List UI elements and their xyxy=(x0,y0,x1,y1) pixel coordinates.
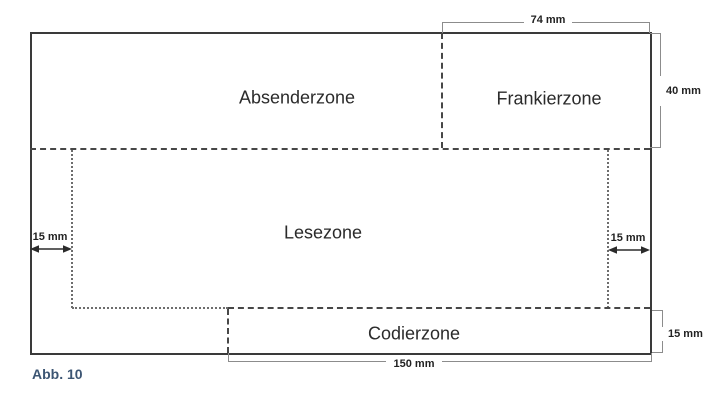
dim-74mm-line-right xyxy=(572,22,650,23)
dim-150mm-tick-right xyxy=(651,353,652,362)
dim-label-15mm-left: 15 mm xyxy=(32,231,68,243)
dim-40mm-line-upper xyxy=(660,33,661,76)
dim-150mm-line-right xyxy=(442,361,652,362)
dim-arrow-15mm-right xyxy=(608,246,650,254)
zone-label-lesezone: Lesezone xyxy=(283,222,363,243)
dim-label-40mm: 40 mm xyxy=(666,85,701,97)
zone-label-frankierzone: Frankierzone xyxy=(496,88,602,109)
codierzone-left-dashed xyxy=(227,309,229,353)
dim-label-15mm-codier: 15 mm xyxy=(668,328,703,340)
dim-15mm-codier-tick-bottom xyxy=(652,352,663,353)
dim-15mm-codier-tick-top xyxy=(652,310,663,311)
zone-divider-vertical-dashed xyxy=(441,33,443,148)
dim-label-74mm: 74 mm xyxy=(530,14,566,26)
dim-40mm-tick-bottom xyxy=(650,147,661,148)
dim-15mm-codier-line-lower xyxy=(662,341,663,353)
lesezone-bottom-dotted xyxy=(72,307,228,309)
zone-label-absenderzone: Absenderzone xyxy=(238,87,356,108)
figure-caption: Abb. 10 xyxy=(32,366,83,382)
zone-boundary-horizontal-dashed xyxy=(30,148,650,150)
dim-74mm-line-left xyxy=(442,22,524,23)
envelope-outline xyxy=(30,32,652,355)
lesezone-left-dotted xyxy=(71,150,73,308)
dim-74mm-tick-left xyxy=(442,22,443,33)
dim-40mm-tick-top xyxy=(650,33,661,34)
zone-label-codierzone: Codierzone xyxy=(367,323,461,344)
dim-15mm-codier-line-upper xyxy=(662,310,663,327)
dim-40mm-line-lower xyxy=(660,106,661,148)
dim-label-15mm-right: 15 mm xyxy=(610,232,646,244)
dim-label-150mm: 150 mm xyxy=(393,358,435,370)
codierzone-top-dashed xyxy=(228,307,650,309)
lesezone-right-dotted xyxy=(607,150,609,308)
dim-74mm-tick-right xyxy=(649,22,650,33)
dim-150mm-tick-left xyxy=(228,353,229,362)
dim-arrow-15mm-left xyxy=(30,245,72,253)
dim-150mm-line-left xyxy=(228,361,386,362)
